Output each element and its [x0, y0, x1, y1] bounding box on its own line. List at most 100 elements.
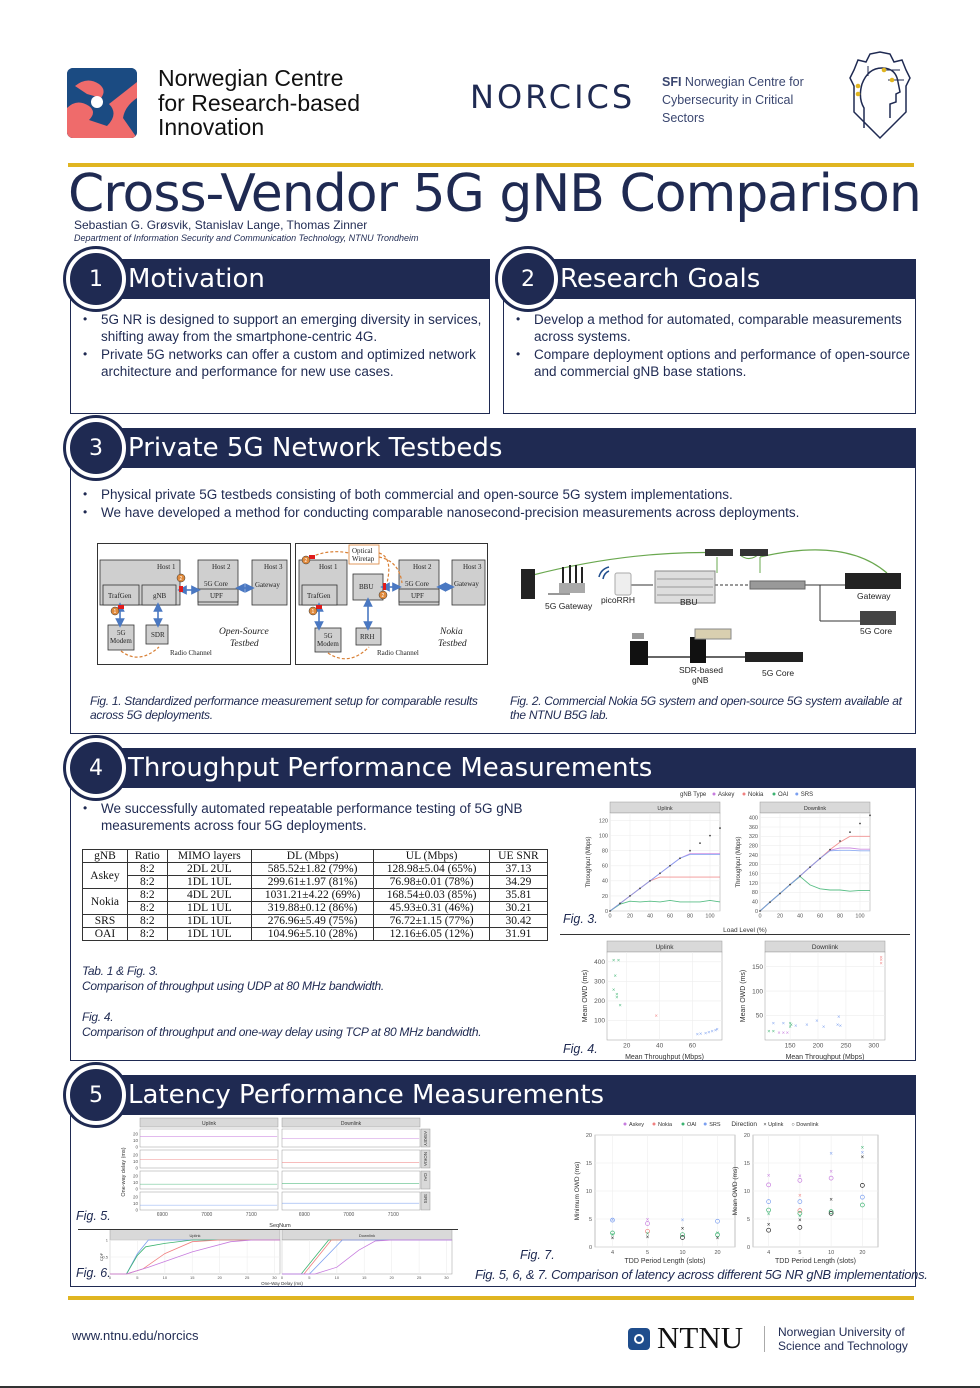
- 5g-core-rack: [745, 652, 803, 662]
- y-tick-label: 5: [589, 1217, 592, 1223]
- y-tick-label: 100: [599, 833, 608, 839]
- section-2-body: Develop a method for automated, comparab…: [503, 299, 916, 414]
- y-tick-label: 150: [752, 964, 763, 971]
- table-caption-text: Comparison of throughput using UDP at 80…: [82, 979, 384, 993]
- section-5-title: Latency Performance Measurements: [128, 1080, 605, 1110]
- data-point-downlink: [797, 1208, 803, 1213]
- x-tick-label: 200: [813, 1043, 824, 1050]
- rcn-name: Norwegian Centre for Research-based Inno…: [158, 66, 360, 140]
- row-strip: [420, 1128, 431, 1148]
- series-line-oai: [609, 899, 721, 912]
- cell: 8:2: [126, 888, 168, 902]
- legend-title: Direction: [731, 1121, 757, 1128]
- y-tick-label: 100: [752, 988, 763, 995]
- cell: 2DL 2UL: [166, 862, 252, 876]
- data-point-askey: ×: [782, 1031, 785, 1037]
- col-header: DL (Mbps): [250, 849, 375, 863]
- cell: 76.98±0.01 (78%): [373, 875, 490, 889]
- cell: 34.29: [488, 875, 549, 889]
- y-tick-label: 10: [133, 1138, 139, 1143]
- legend-item: SRS: [801, 792, 813, 798]
- cell: 168.54±0.03 (85%): [373, 888, 490, 902]
- footer-url-link[interactable]: www.ntnu.edu/norcics: [72, 1328, 199, 1343]
- y-tick-label: 60: [602, 864, 608, 870]
- data-point-uplink: ×: [861, 1150, 865, 1156]
- data-point-uplink: ×: [798, 1193, 802, 1199]
- y-axis-label: Throughput (Mbps): [586, 836, 592, 887]
- data-point-srs: ×: [772, 1021, 775, 1027]
- data-point-oai: ×: [617, 958, 620, 964]
- bullet: Develop a method for automated, comparab…: [510, 311, 910, 345]
- row-strip: [420, 1191, 431, 1211]
- data-point-oai: ×: [789, 1021, 792, 1027]
- data-point-offered: [629, 895, 631, 897]
- data-point-uplink: ×: [646, 1235, 650, 1241]
- x-tick-label: 5: [646, 1250, 649, 1256]
- nokia-upf-box: [398, 588, 440, 603]
- data-point-askey: ×: [786, 1031, 789, 1037]
- cell: 8:2: [126, 862, 168, 876]
- upf-label: UPF: [210, 592, 223, 600]
- data-point-offered: [619, 902, 621, 905]
- nokia-modem-label-1: 5G: [324, 632, 333, 640]
- col-header: gNB: [82, 849, 128, 863]
- data-point-downlink: [766, 1227, 771, 1233]
- host3-label: Host 3: [264, 563, 283, 571]
- gateway-label: Gateway: [255, 581, 280, 589]
- cell: 1DL 1UL: [166, 875, 252, 889]
- cell: 37.13: [488, 862, 549, 876]
- x-tick-label: 7100: [246, 1212, 257, 1218]
- cell: 585.52±1.82 (79%): [250, 862, 375, 876]
- data-point-offered: [699, 842, 701, 845]
- core-label: 5G Core: [204, 580, 228, 588]
- cdf-line-askey: [282, 1239, 452, 1275]
- y-axis-label: Mean OWD (ms): [740, 970, 747, 1023]
- section-1-title: Motivation: [128, 264, 265, 294]
- data-point-downlink: [828, 1211, 834, 1216]
- x-tick-label: 30: [444, 1275, 449, 1280]
- y-tick-label: 0: [135, 1145, 138, 1150]
- nokia-trafgen-label: TrafGen: [307, 592, 331, 600]
- rcn-line-2: for Research-based: [158, 89, 360, 116]
- data-point-srs: ×: [782, 1021, 785, 1027]
- data-point-offered: [639, 887, 641, 890]
- section-5-number-badge: 5: [66, 1065, 126, 1125]
- y-tick-label: 80: [752, 890, 758, 896]
- data-point-offered: [809, 866, 811, 869]
- data-point-srs: ×: [699, 1032, 702, 1038]
- cell: 299.61±1.97 (81%): [250, 875, 375, 889]
- data-point-uplink: ×: [681, 1227, 685, 1233]
- panel-title: Uplink: [189, 1233, 200, 1238]
- col-header: UE SNR: [488, 849, 549, 863]
- figure-2-caption: Fig. 2. Commercial Nokia 5G system and o…: [510, 694, 902, 722]
- nokia-marker-2b: 2: [305, 558, 308, 564]
- legend-swatch: [712, 792, 716, 796]
- data-point-uplink: ×: [798, 1218, 802, 1224]
- y-axis-label: Mean OWD (ms): [732, 1167, 739, 1216]
- data-point-offered: [799, 875, 801, 877]
- section-4-header: Throughput Performance Measurements: [70, 748, 916, 788]
- x-tick-label: 60: [667, 914, 673, 920]
- nokia-host3-label: Host 3: [463, 563, 482, 571]
- sdr-pc: [690, 637, 706, 663]
- row-strip-label: ASKEY: [423, 1131, 428, 1146]
- bbu-label: BBU: [359, 583, 373, 591]
- data-point-offered: [679, 857, 681, 860]
- switch-2: [740, 549, 768, 556]
- x-tick-label: 10: [828, 1250, 834, 1256]
- ntnu-logo-icon: [628, 1328, 650, 1350]
- x-tick-label: 20: [777, 914, 783, 920]
- x-tick-label: 100: [855, 914, 864, 920]
- cell: 8:2: [126, 875, 168, 889]
- nokia-label-1: Nokia: [439, 627, 463, 637]
- data-point-oai: ×: [619, 1003, 622, 1009]
- x-tick-label: 40: [647, 914, 653, 920]
- upf-box: [197, 588, 239, 603]
- legend-item: Nokia: [748, 792, 764, 798]
- cell: 319.88±0.12 (86%): [250, 901, 375, 915]
- rcn-logo: [67, 68, 137, 138]
- x-tick-label: 0: [608, 914, 611, 920]
- y-tick-label: 40: [752, 900, 758, 906]
- panel-title: Uplink: [655, 944, 674, 951]
